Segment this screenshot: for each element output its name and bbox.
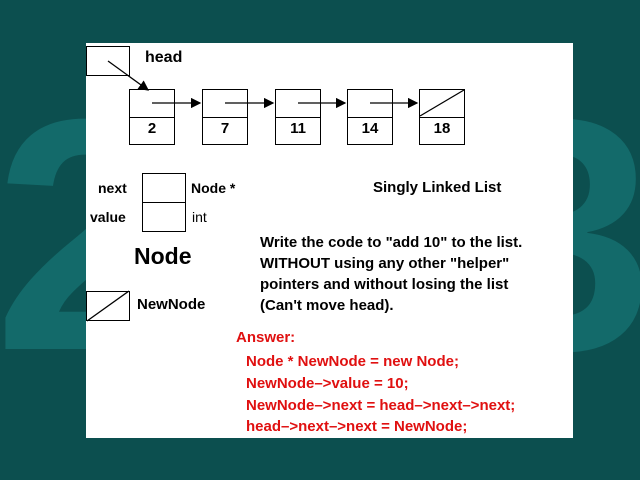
null-slash: [419, 89, 465, 117]
answer-code-line: head–>next–>next = NewNode;: [246, 418, 468, 435]
node-title: Node: [134, 243, 192, 269]
null-slash: [86, 290, 130, 322]
head-pointer-box: [86, 46, 130, 76]
next-field-label: next: [98, 180, 127, 196]
next-field-type: Node *: [191, 180, 236, 196]
node-value-field: [142, 202, 186, 232]
pointer-arrows: [86, 60, 465, 322]
node-next-field: [142, 173, 186, 203]
value-field-type: int: [192, 209, 207, 225]
node-value: 14: [361, 120, 379, 137]
list-node: 11: [275, 89, 321, 145]
answer-code-line: NewNode–>value = 10;: [246, 375, 409, 392]
node-value: 18: [433, 120, 451, 137]
answer-code-line: NewNode–>next = head–>next–>next;: [246, 397, 516, 414]
value-field-label: value: [90, 209, 126, 225]
list-node: 7: [202, 89, 248, 145]
list-node-tail: 18: [419, 89, 465, 145]
task-line: Write the code to "add 10" to the list.: [260, 234, 523, 251]
list-title: Singly Linked List: [373, 179, 502, 196]
head-arrow: [107, 60, 150, 91]
task-line: pointers and without losing the list: [260, 276, 509, 293]
newnode-box: [86, 291, 130, 321]
task-line: WITHOUT using any other "helper": [260, 255, 510, 272]
newnode-label: NewNode: [137, 296, 206, 313]
node-value: 2: [147, 120, 157, 137]
head-label: head: [145, 49, 183, 66]
list-node: 2: [129, 89, 175, 145]
slide-panel: head 2 7 11 14 18: [86, 43, 573, 438]
task-line: (Can't move head).: [260, 297, 394, 314]
answer-code-line: Node * NewNode = new Node;: [246, 353, 459, 370]
list-node: 14: [347, 89, 393, 145]
answer-heading: Answer:: [236, 329, 296, 346]
node-value: 11: [290, 120, 306, 137]
node-value: 7: [220, 120, 230, 137]
